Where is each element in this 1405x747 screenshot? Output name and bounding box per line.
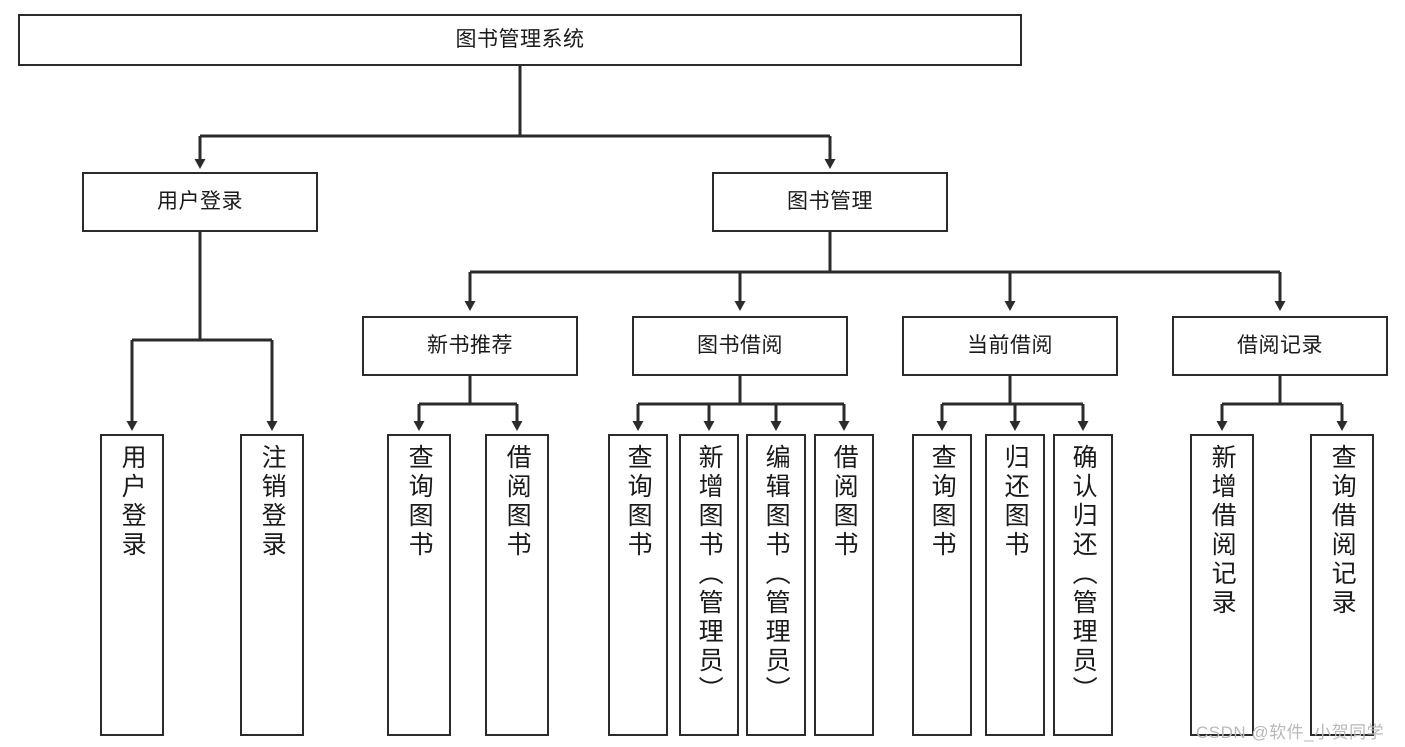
leaf-confirm-return[interactable]: 确认归还（管理员） [1053,434,1113,736]
node-current-borrow-label: 当前借阅 [967,333,1053,357]
leaf-add-book[interactable]: 新增图书（管理员） [679,434,739,736]
leaf-query-book-cur[interactable]: 查询图书 [912,434,972,736]
leaf-query-book-borrow[interactable]: 查询图书 [608,434,668,736]
leaf-borrow-book-rec-label: 借阅图书 [503,444,532,560]
leaf-add-record-label: 新增借阅记录 [1208,444,1237,618]
leaf-query-record-label: 查询借阅记录 [1328,444,1357,618]
node-new-book-rec[interactable]: 新书推荐 [362,316,578,376]
leaf-query-book-borrow-label: 查询图书 [624,444,653,560]
node-book-borrow[interactable]: 图书借阅 [632,316,848,376]
node-borrow-record-label: 借阅记录 [1237,333,1323,357]
leaf-return-book-label: 归还图书 [1001,444,1030,560]
node-book-manage[interactable]: 图书管理 [712,172,948,232]
node-root-label: 图书管理系统 [455,27,585,51]
node-root[interactable]: 图书管理系统 [18,14,1022,66]
connector-group-current-borrow [936,376,1089,431]
leaf-query-book-rec[interactable]: 查询图书 [387,434,451,736]
leaf-query-book-rec-label: 查询图书 [405,444,434,560]
leaf-user-logout[interactable]: 注销登录 [240,434,304,736]
connector-group-book-manage [464,232,1286,311]
leaf-query-record[interactable]: 查询借阅记录 [1310,434,1374,736]
watermark: CSDN @软件_小贺同学 [1196,723,1385,742]
leaf-user-login[interactable]: 用户登录 [100,434,164,736]
connector-group-book-borrow [632,376,850,431]
leaf-user-logout-label: 注销登录 [258,444,287,560]
leaf-edit-book-label: 编辑图书（管理员） [762,444,791,705]
leaf-confirm-return-label: 确认归还（管理员） [1069,444,1098,705]
leaf-user-login-label: 用户登录 [118,444,147,560]
node-new-book-rec-label: 新书推荐 [427,333,513,357]
node-book-borrow-label: 图书借阅 [697,333,783,357]
leaf-add-book-label: 新增图书（管理员） [695,444,724,705]
node-user-login-label: 用户登录 [157,189,243,213]
connector-group-user-login [126,232,278,431]
connector-group-root [194,66,836,169]
node-user-login[interactable]: 用户登录 [82,172,318,232]
node-borrow-record[interactable]: 借阅记录 [1172,316,1388,376]
leaf-return-book[interactable]: 归还图书 [985,434,1045,736]
connector-group-new-book-rec [413,376,523,431]
connector-group-borrow-record [1216,376,1348,431]
leaf-borrow-book-rec[interactable]: 借阅图书 [485,434,549,736]
leaf-borrow-book[interactable]: 借阅图书 [814,434,874,736]
leaf-borrow-book-label: 借阅图书 [830,444,859,560]
leaf-query-book-cur-label: 查询图书 [928,444,957,560]
leaf-add-record[interactable]: 新增借阅记录 [1190,434,1254,736]
node-current-borrow[interactable]: 当前借阅 [902,316,1118,376]
node-book-manage-label: 图书管理 [787,189,873,213]
leaf-edit-book[interactable]: 编辑图书（管理员） [746,434,806,736]
